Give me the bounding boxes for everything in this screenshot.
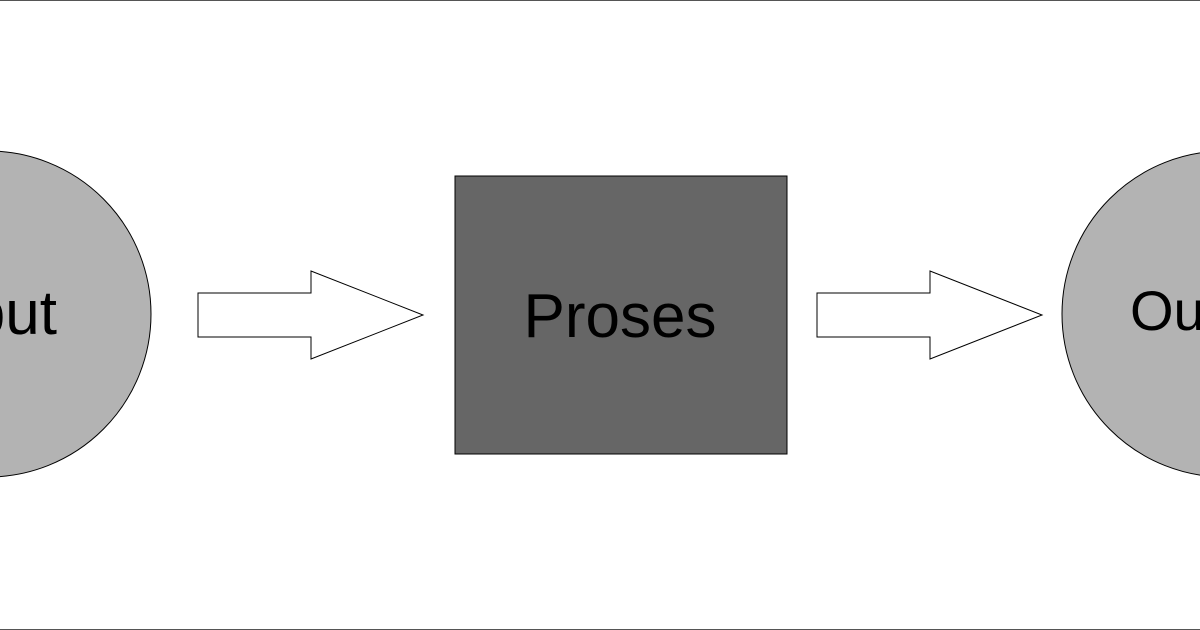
process-label: Proses: [524, 282, 717, 351]
input-node: Input: [0, 150, 152, 478]
process-node: Proses: [454, 175, 788, 455]
arrow-input-to-process: [197, 270, 425, 360]
arrow-process-to-output: [816, 270, 1044, 360]
output-circle: [1061, 152, 1200, 476]
input-label: Input: [0, 279, 57, 348]
input-circle: [0, 150, 152, 478]
process-box: [454, 175, 788, 455]
output-label: Output: [1130, 279, 1200, 342]
output-node: Output: [1061, 152, 1200, 476]
